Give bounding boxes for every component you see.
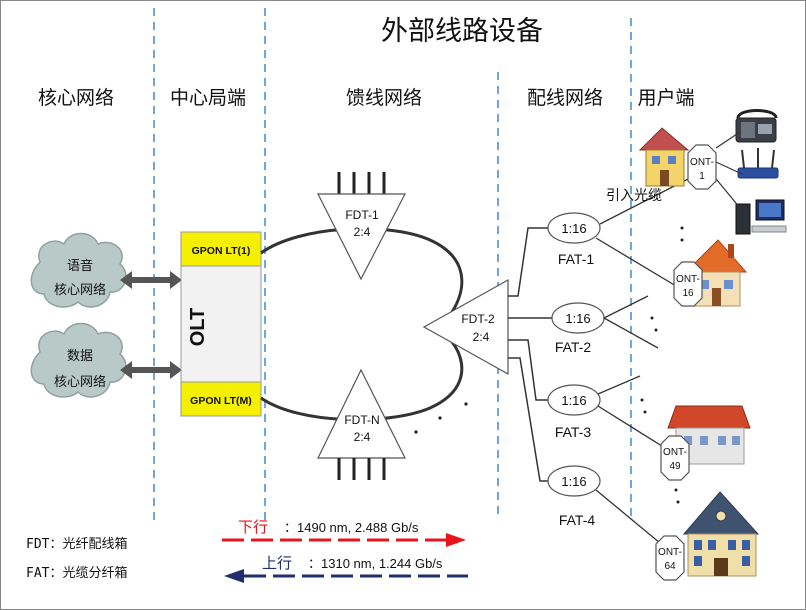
router-icon <box>737 148 779 179</box>
feeder-fiber-top <box>260 227 464 313</box>
drop-ont-49 <box>597 405 666 449</box>
voice-core-cloud: 语音 核心网络 <box>30 232 127 308</box>
fat-2-ratio: 1:16 <box>565 311 590 326</box>
feeder-ellipsis <box>414 402 468 434</box>
ont-1-label-a: ONT- <box>690 157 714 168</box>
data-double-arrow <box>120 361 182 379</box>
drop-fat3-a <box>597 375 641 395</box>
fdt-1-name: FDT-1 <box>345 208 379 222</box>
fat-4-ellipse <box>547 465 601 497</box>
ont-64: ONT- 64 <box>655 535 685 581</box>
section-feeder-network: 馈线网络 <box>346 87 422 109</box>
upstream-indicator: 上行 ：1310 nm, 1.244 Gb/s <box>224 554 468 583</box>
fdt-n: FDT-N 2:4 <box>317 368 406 480</box>
fat-4-ratio: 1:16 <box>561 474 586 489</box>
olt-unit: OLT GPON LT(1) GPON LT(M) <box>180 231 262 417</box>
ont-16-label-a: ONT- <box>676 274 700 285</box>
fat-3-ratio: 1:16 <box>561 393 586 408</box>
fdt-n-triangle <box>317 368 406 459</box>
data-cloud-line1: 数据 <box>67 349 93 364</box>
ont-1: ONT- 1 <box>687 144 717 190</box>
computer-icon <box>735 199 787 235</box>
fat-1-ratio: 1:16 <box>561 221 586 236</box>
section-core-network: 核心网络 <box>38 87 114 109</box>
olt-label: OLT <box>187 308 209 347</box>
distribution-links <box>508 227 552 482</box>
voice-double-arrow <box>120 271 182 289</box>
fdt-1-ratio: 2:4 <box>354 225 371 239</box>
ont-16-label-b: 16 <box>682 288 694 299</box>
ont-16: ONT- 16 <box>673 261 703 307</box>
data-cloud-line2: 核心网络 <box>54 374 106 390</box>
house-64-icon <box>682 491 760 577</box>
link-fat-4 <box>508 357 548 482</box>
data-core-cloud: 数据 核心网络 <box>30 322 127 398</box>
link-fat-3 <box>508 339 548 401</box>
section-user-side: 用户端 <box>637 87 694 109</box>
drop-fat2-b <box>603 317 659 349</box>
section-central-office: 中心局端 <box>170 87 246 109</box>
house-1-icon <box>638 127 690 187</box>
ont-49: ONT- 49 <box>660 435 690 481</box>
home-device-links <box>711 131 743 209</box>
legend-fat: FAT：光缆分纤箱 <box>26 565 127 581</box>
fdt-1: FDT-1 2:4 <box>317 172 406 281</box>
fdt-2: FDT-2 2:4 <box>422 278 509 376</box>
ont-49-label-a: ONT- <box>663 447 687 458</box>
fat-4-name: FAT-4 <box>559 512 596 528</box>
drop-fat2-a <box>603 295 649 319</box>
drop-cable-label: 引入光缆 <box>606 188 662 204</box>
fat-2: 1:16 FAT-2 <box>551 302 605 355</box>
fdt-n-ratio: 2:4 <box>354 430 371 444</box>
ont-49-label-b: 49 <box>669 461 681 472</box>
feeder-ring <box>260 227 464 422</box>
user-ellipsis <box>640 226 684 504</box>
fat-3-name: FAT-3 <box>555 424 592 440</box>
fat-1: 1:16 FAT-1 <box>547 212 601 267</box>
legend-fdt: FDT：光纤配线箱 <box>26 536 127 552</box>
drop-cables <box>595 177 691 544</box>
upstream-spec: ：1310 nm, 1.244 Gb/s <box>308 556 443 571</box>
section-distribution-network: 配线网络 <box>527 87 603 109</box>
ont-64-label-a: ONT- <box>658 547 682 558</box>
gpon-lt-1-label: GPON LT(1) <box>192 245 251 257</box>
fat-1-name: FAT-1 <box>558 251 595 267</box>
core-olt-arrows <box>120 271 182 379</box>
olt-body <box>180 265 262 383</box>
ont-1-label-b: 1 <box>699 171 705 182</box>
fat-3: 1:16 FAT-3 <box>547 384 601 440</box>
drop-ont-64 <box>595 489 661 544</box>
diagram-title: 外部线路设备 <box>381 16 543 47</box>
downstream-spec: ：1490 nm, 2.488 Gb/s <box>284 520 419 535</box>
fdt-2-ratio: 2:4 <box>473 330 490 344</box>
fat-1-ellipse <box>547 212 601 244</box>
voice-cloud-line1: 语音 <box>67 258 93 274</box>
gpon-lt-m-card <box>180 381 262 417</box>
fdt-2-name: FDT-2 <box>461 312 495 326</box>
fdt-n-name: FDT-N <box>344 413 379 427</box>
voice-cloud-line2: 核心网络 <box>54 282 106 298</box>
fat-2-name: FAT-2 <box>555 339 592 355</box>
downstream-arrowhead <box>446 533 466 547</box>
fat-3-ellipse <box>547 384 601 416</box>
upstream-arrowhead <box>224 569 244 583</box>
fat-4: 1:16 FAT-4 <box>547 465 601 528</box>
gpon-lt-m-label: GPON LT(M) <box>190 395 252 407</box>
gpon-lt-1-card <box>180 231 262 267</box>
drop-ont-16 <box>595 237 687 293</box>
downstream-indicator: 下行 ：1490 nm, 2.488 Gb/s <box>222 518 466 547</box>
feeder-fiber-bottom <box>260 341 464 422</box>
upstream-label: 上行 <box>262 554 292 572</box>
downstream-label: 下行 <box>238 518 268 536</box>
fdt-1-triangle <box>317 193 406 281</box>
ont-64-label-b: 64 <box>664 561 676 572</box>
phone-icon <box>735 109 778 143</box>
link-fat-1 <box>508 227 548 297</box>
fdt-2-triangle <box>422 278 509 376</box>
